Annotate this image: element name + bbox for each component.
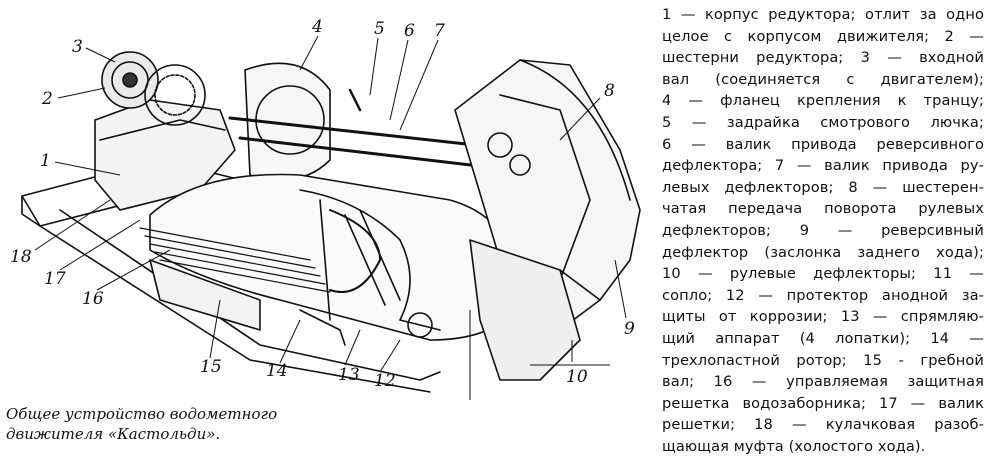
callout-14: 14 (266, 361, 288, 381)
legend-line: сопло; 12 — протектор анодной за- (662, 286, 984, 304)
parts-legend: 1 — корпус редуктора; отлит за одно цело… (662, 4, 984, 457)
figure-caption: Общее устройство водометного движителя «… (6, 404, 336, 444)
legend-line: 6 — валик привода реверсивного (662, 135, 984, 153)
legend-line: решетки; 18 — кулачковая разоб- (662, 416, 984, 434)
legend-line: 1 — корпус редуктора; отлит за одно (662, 6, 984, 23)
callout-2: 2 (41, 89, 53, 109)
callout-7: 7 (434, 21, 445, 41)
callout-4: 4 (311, 17, 323, 37)
legend-line: дефлектора; 7 — валик привода ру- (662, 157, 984, 175)
legend-line: шестерни редуктора; 3 — входной (662, 49, 984, 67)
anode-protector (407, 312, 433, 338)
legend-line: 4 — фланец крепления к транцу; (662, 92, 984, 110)
reducer-housing (94, 99, 236, 211)
legend-line: вал (соединяется с двигателем); (662, 70, 984, 88)
intake-grille (139, 227, 331, 293)
legend-line: чатая передача поворота рулевых (662, 200, 984, 218)
callout-5: 5 (374, 19, 385, 39)
callout-8: 8 (604, 81, 615, 101)
legend-line: вал; 16 — управляемая защитная (662, 373, 984, 391)
legend-line: щий аппарат (4 лопатки); 14 — (662, 329, 984, 347)
legend-line: целое с корпусом движителя; 2 — (662, 27, 984, 45)
legend-line: решетка водозаборника; 17 — валик (662, 394, 984, 412)
legend-line: трехлопастной ротор; 15 - гребной (662, 351, 984, 369)
callout-17: 17 (44, 269, 66, 289)
callout-9: 9 (624, 319, 635, 339)
callout-3: 3 (72, 37, 83, 57)
jet-drive-illustration: 1 2 3 4 5 6 7 8 9 10 11 12 13 14 15 16 1… (10, 17, 641, 400)
callout-1: 1 (40, 151, 51, 171)
callout-18: 18 (10, 247, 32, 267)
callout-16: 16 (82, 289, 104, 309)
callout-13: 13 (338, 365, 360, 385)
caption-line: Общее устройство водометного (6, 405, 278, 423)
legend-line: щиты от коррозии; 13 — спрямляю- (662, 308, 984, 326)
legend-line: дефлектор (заслонка заднего хода); (662, 243, 984, 261)
legend-line: левых дефлекторов; 8 — шестерен- (662, 178, 984, 196)
callout-10: 10 (566, 367, 588, 387)
caption-line: движителя «Кастольди». (6, 425, 221, 443)
callout-6: 6 (404, 21, 415, 41)
callout-15: 15 (200, 357, 222, 377)
legend-line: щающая муфта (холостого хода). (662, 437, 926, 455)
callout-12: 12 (374, 371, 396, 391)
legend-line: 5 — задрайка смотрового лючка; (662, 113, 984, 131)
legend-line: 10 — рулевые дефлекторы; 11 — (662, 265, 984, 283)
legend-line: дефлекторов; 9 — реверсивный (662, 221, 984, 239)
